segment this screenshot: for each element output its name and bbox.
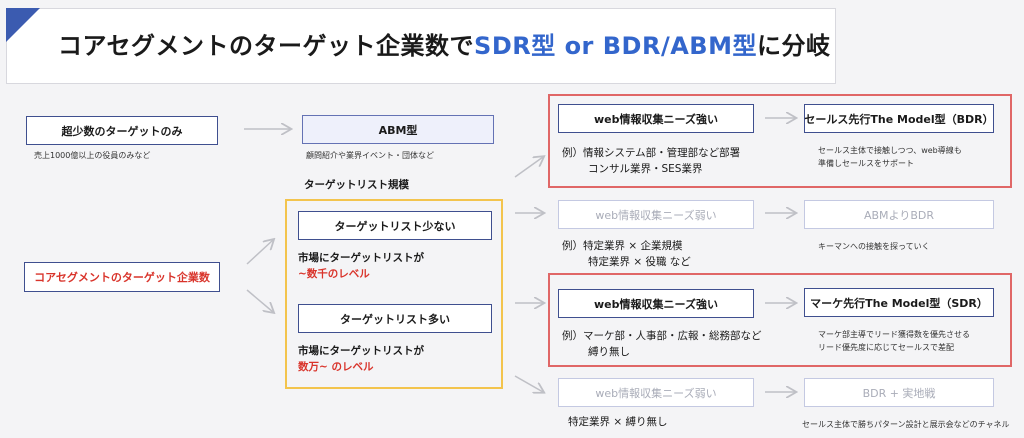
row4-need-label: web情報収集ニーズ弱い [595, 386, 717, 400]
abm-box: ABM型 [302, 115, 494, 144]
title-main: コアセグメントのターゲット企業数で [58, 32, 475, 60]
page-title: コアセグメントのターゲット企業数でSDR型 or BDR/ABM型に分岐 [58, 8, 830, 84]
title-banner [6, 8, 836, 84]
arrow-core-to-large [246, 289, 273, 312]
row1-result-box: セールス先行The Model型（BDR） [804, 104, 994, 133]
list-large-label: ターゲットリスト多い [340, 312, 450, 326]
list-size-heading: ターゲットリスト規模 [304, 179, 409, 191]
row3-frame [548, 273, 1012, 367]
row1-need-label: web情報収集ニーズ強い [594, 112, 718, 126]
row3-example-line1: 例）マーケ部・人事部・広報・総務部など [562, 330, 762, 342]
core-segment-box: コアセグメントのターゲット企業数 [24, 262, 220, 292]
list-large-desc: 市場にターゲットリストが 数万~ のレベル [298, 343, 424, 375]
row3-example: 例）マーケ部・人事部・広報・総務部など 縛り無し [562, 328, 762, 360]
row4-result-box: BDR + 実地戦 [804, 378, 994, 407]
row1-frame [548, 94, 1012, 188]
row2-example: 例）特定業界 × 企業規模 特定業界 × 役職 など [562, 238, 691, 270]
row1-example-line2: コンサル業界・SES業界 [588, 163, 703, 175]
list-large-desc-line2: 数万~ のレベル [298, 361, 374, 373]
row2-need-label: web情報収集ニーズ弱い [595, 208, 717, 222]
list-small-desc-line1: 市場にターゲットリストが [298, 252, 424, 264]
abm-note: 顧問紹介や業界イベント・団体など [306, 151, 434, 160]
few-target-label: 超少数のターゲットのみ [61, 124, 183, 138]
title-corner-accent [6, 8, 40, 42]
row2-result-note-line1: キーマンへの接触を探っていく [818, 242, 930, 251]
arrow-core-to-small [246, 240, 273, 265]
row2-need-box: web情報収集ニーズ弱い [558, 200, 754, 229]
row1-result-label: セールス先行The Model型（BDR） [804, 112, 994, 126]
row4-result-note-line1: セールス主体で勝ちパターン設計と展示会などのチャネル [802, 420, 1010, 429]
row3-result-note-line1: マーケ部主導でリード獲得数を優先させる [818, 330, 970, 339]
row3-need-box: web情報収集ニーズ強い [558, 289, 754, 318]
abm-label: ABM型 [378, 123, 418, 137]
row4-example-line1: 特定業界 × 縛り無し [568, 416, 668, 428]
row1-result-note-line2: 準備しセールスをサポート [818, 159, 914, 168]
row2-example-line1: 例）特定業界 × 企業規模 [562, 240, 683, 252]
row4-example: 特定業界 × 縛り無し [568, 414, 667, 430]
row3-result-note-line2: リード優先度に応じてセールスで差配 [818, 343, 954, 352]
arrow-large-to-weak [514, 375, 543, 392]
list-small-desc-line2: ~数千のレベル [298, 268, 370, 280]
row1-result-note: セールス主体で接触しつつ、web導線も 準備しセールスをサポート [818, 144, 962, 170]
row4-result-label: BDR + 実地戦 [862, 386, 936, 400]
row2-result-box: ABMよりBDR [804, 200, 994, 229]
list-size-frame [285, 199, 503, 389]
core-segment-label: コアセグメントのターゲット企業数 [34, 271, 210, 284]
list-large-desc-line1: 市場にターゲットリストが [298, 345, 424, 357]
list-small-box: ターゲットリスト少ない [298, 211, 492, 240]
title-highlight: SDR型 or BDR/ABM型 [474, 32, 757, 60]
row2-result-note: キーマンへの接触を探っていく [818, 240, 930, 253]
list-large-box: ターゲットリスト多い [298, 304, 492, 333]
row1-example: 例）情報システム部・管理部など部署 コンサル業界・SES業界 [562, 145, 740, 177]
arrow-small-to-strong [514, 157, 543, 178]
row4-result-note: セールス主体で勝ちパターン設計と展示会などのチャネル [802, 418, 1010, 431]
row1-need-box: web情報収集ニーズ強い [558, 104, 754, 133]
row4-need-box: web情報収集ニーズ弱い [558, 378, 754, 407]
row3-result-note: マーケ部主導でリード獲得数を優先させる リード優先度に応じてセールスで差配 [818, 328, 970, 354]
title-suffix: に分岐 [756, 32, 831, 60]
row3-result-label: マーケ先行The Model型（SDR） [810, 296, 988, 310]
row1-example-line1: 例）情報システム部・管理部など部署 [562, 147, 741, 159]
row3-need-label: web情報収集ニーズ強い [594, 297, 718, 311]
few-target-box: 超少数のターゲットのみ [26, 116, 218, 145]
row1-result-note-line1: セールス主体で接触しつつ、web導線も [818, 146, 962, 155]
few-target-note: 売上1000億以上の役員のみなど [34, 151, 151, 160]
row3-result-box: マーケ先行The Model型（SDR） [804, 288, 994, 317]
list-small-label: ターゲットリスト少ない [334, 219, 456, 233]
row2-result-label: ABMよりBDR [863, 208, 934, 222]
list-small-desc: 市場にターゲットリストが ~数千のレベル [298, 250, 424, 282]
row3-example-line2: 縛り無し [588, 346, 630, 358]
row2-example-line2: 特定業界 × 役職 など [588, 256, 691, 268]
